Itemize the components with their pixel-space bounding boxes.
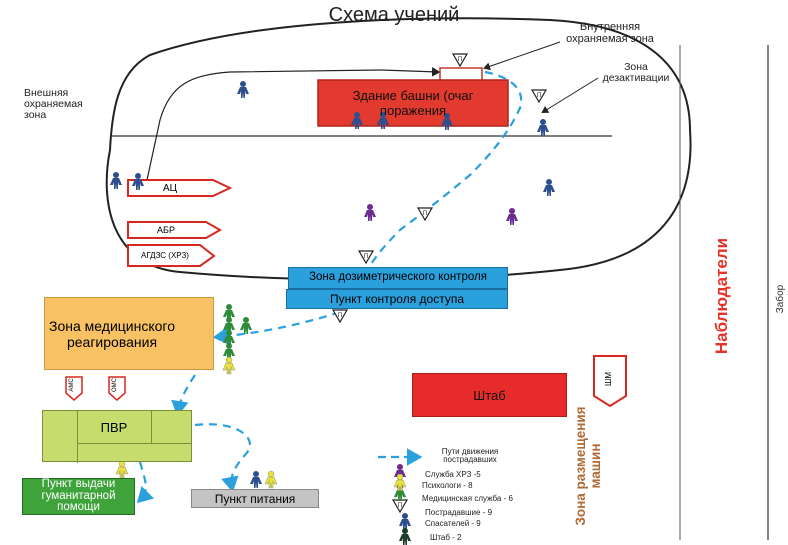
inner-zone-label: Внутренняя охраняемая зона — [566, 21, 654, 45]
casualty-path-2 — [212, 310, 341, 345]
tower-building — [317, 79, 509, 127]
outer-zone-label: Внешняя охраняемая зона — [24, 87, 83, 122]
pvr-grid-line-v — [77, 411, 78, 463]
rescuer-person — [543, 179, 555, 196]
legend-hq-icon — [399, 528, 411, 545]
victim-marker — [358, 250, 374, 264]
vehicle-agdzs — [127, 244, 216, 267]
vehicle-amb1-label: АМС — [69, 378, 75, 392]
legend-item-hrz: Служба ХРЗ -5 — [425, 470, 481, 479]
pvr-grid-line-h — [77, 443, 192, 444]
vehicle-amb1 — [65, 376, 83, 401]
legend-item-rescuers: Спасателей - 9 — [425, 519, 481, 528]
vehicle-amb2-label: ОМС — [112, 378, 118, 392]
rescuer-person — [250, 471, 262, 488]
rescuer-person — [237, 81, 249, 98]
vehicles-zone-text: Зона размещения машин — [573, 406, 603, 526]
victim-marker — [452, 53, 468, 67]
casualty-path-3 — [171, 374, 196, 417]
inner-zone-pointer — [483, 41, 561, 71]
legend-victim-icon — [392, 499, 408, 513]
vehicle-abr — [127, 221, 223, 239]
medical-response-zone: Зона медицинского реагирования — [44, 297, 214, 370]
tower-label: Здание башни (очаг поражения — [352, 88, 474, 118]
vehicle-abr-label: АБР — [157, 225, 175, 235]
legend-path-label: Пути движения пострадавших — [441, 447, 499, 465]
headquarters-box: Штаб — [412, 373, 567, 417]
vehicle-ac — [127, 179, 233, 197]
decontamination-zone-label: Зона дезактивации — [602, 61, 670, 85]
legend-item-hq: Штаб - 2 — [430, 533, 462, 542]
outer-zone-outline — [105, 17, 692, 281]
vehicles-zone-label: Зона размещения машин — [560, 406, 620, 525]
rescuer-person — [110, 172, 122, 189]
humanitarian-aid-point: Пункт выдачи гуманитарной помощи — [22, 478, 135, 515]
psychologist-person — [264, 470, 278, 489]
legend-item-medical: Медицинская служба - 6 — [422, 494, 513, 503]
diagram-title: Схема учений — [328, 4, 460, 26]
access-control-point: Пункт контроля доступа — [286, 289, 508, 309]
legend-item-victims: Пострадавшие - 9 — [425, 508, 493, 517]
vehicle-hq-label: ШМ — [604, 372, 613, 386]
casualty-path-5 — [136, 461, 154, 504]
victim-marker — [332, 309, 348, 323]
food-point: Пункт питания — [191, 489, 319, 508]
vehicle-hq — [593, 355, 627, 408]
victim-marker — [531, 89, 547, 103]
rescuer-person — [537, 119, 549, 136]
casualty-path-1 — [364, 70, 523, 276]
pvr-block: ПВР — [42, 410, 192, 463]
observers-label: Наблюдатели — [712, 237, 731, 355]
legend-rescuer-icon — [399, 513, 411, 530]
medic-person — [240, 317, 252, 334]
hrz-person — [506, 208, 518, 225]
dosimetric-zone: Зона дозиметрического контроля — [288, 267, 508, 289]
vehicle-amb2 — [108, 376, 126, 401]
fence-label: Забор — [775, 284, 786, 314]
psychologist-person — [115, 460, 129, 479]
vehicle-ac-label: АЦ — [162, 182, 178, 194]
pvr-grid-line-v2 — [151, 411, 152, 443]
vehicle-agdzs-label: АГДЗС (ХРЗ) — [141, 251, 189, 260]
casualty-path-4 — [194, 423, 251, 493]
psychologist-person — [222, 356, 236, 375]
hrz-person — [364, 204, 376, 221]
legend-item-psychologists: Психологи - 8 — [422, 481, 473, 490]
route-line — [146, 66, 441, 181]
decontamination-pointer — [541, 77, 599, 114]
victim-marker — [417, 207, 433, 221]
pvr-label: ПВР — [100, 419, 128, 435]
